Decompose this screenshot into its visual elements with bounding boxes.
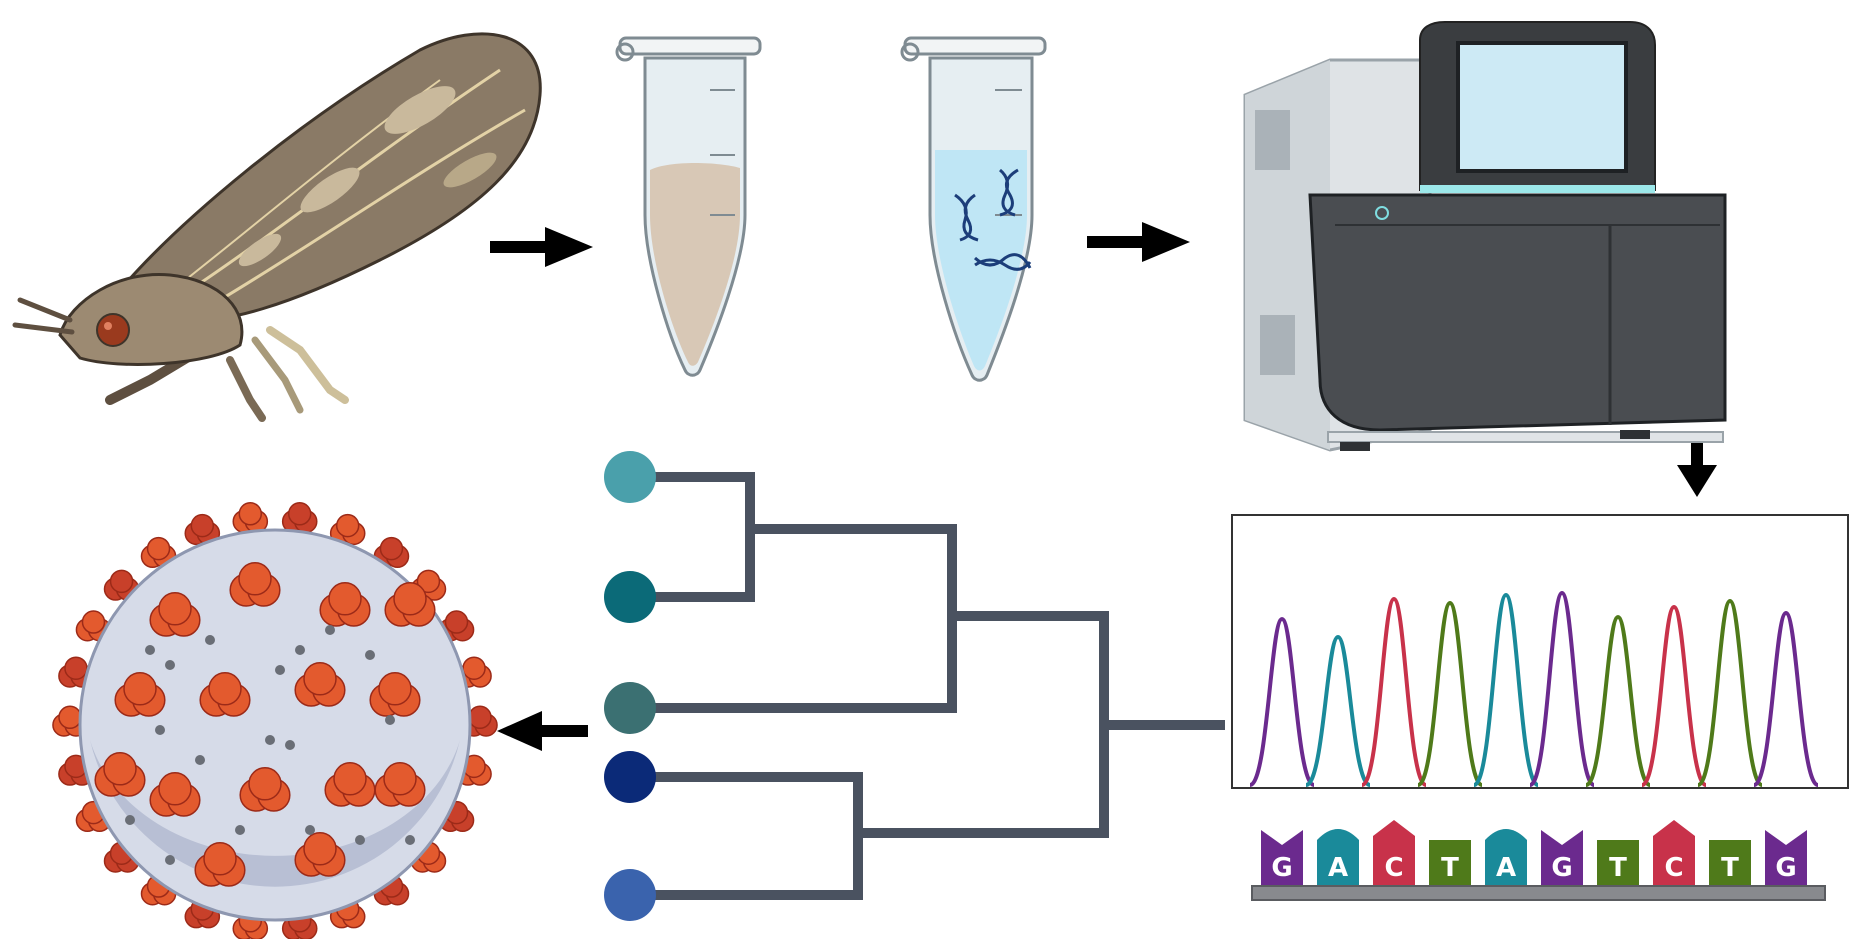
arrow-right-icon	[1087, 222, 1190, 262]
chromatogram-peak	[1752, 610, 1820, 787]
arrow-left-icon	[497, 711, 588, 751]
tree-tip	[604, 451, 656, 503]
chromatogram-peaks	[1248, 590, 1820, 787]
virus-spike	[369, 672, 421, 717]
virus-spike	[140, 536, 177, 569]
tree-tip	[604, 869, 656, 921]
virus-spike	[94, 752, 146, 797]
virus-spike	[438, 800, 475, 833]
virus-particle-dot	[405, 835, 415, 845]
leafhopper-icon	[12, 32, 542, 422]
virus-icon	[52, 502, 498, 939]
microtube-icon	[615, 36, 762, 377]
virus-particle-dot	[365, 650, 375, 660]
tree-tip	[604, 682, 656, 734]
virus-particle-dot	[385, 715, 395, 725]
base-letter: G	[1551, 853, 1572, 883]
phylogeny-icon	[604, 451, 1225, 921]
sequencing-machine-icon	[1243, 21, 1727, 452]
virus-particle-dot	[355, 835, 365, 845]
base-letter: C	[1384, 853, 1403, 883]
virus-spike	[239, 767, 291, 812]
virus-particle-dot	[305, 825, 315, 835]
base-tile: T	[1429, 840, 1471, 886]
virus-spike	[319, 582, 371, 627]
virus-particle-dot	[125, 815, 135, 825]
tree-tip	[604, 751, 656, 803]
chromatogram-peak	[1584, 614, 1652, 787]
base-tile: C	[1373, 820, 1415, 886]
virus-particle-dot	[295, 645, 305, 655]
virus-particle-dot	[265, 735, 275, 745]
virus-particle-dot	[195, 755, 205, 765]
chromatogram-icon	[1231, 514, 1849, 789]
virus-spike	[149, 772, 201, 817]
microtube-dna-icon	[900, 36, 1047, 382]
virus-spike	[324, 762, 376, 807]
virus-spike	[229, 562, 281, 607]
chromatogram-peak	[1305, 634, 1371, 787]
virus-particle-dot	[155, 725, 165, 735]
base-tile: T	[1709, 840, 1751, 886]
chromatogram-peak	[1640, 604, 1708, 787]
base-letter: G	[1271, 853, 1292, 883]
base-tile: T	[1597, 840, 1639, 886]
virus-particle-dot	[285, 740, 295, 750]
virus-spike	[58, 754, 94, 786]
base-tile: G	[1261, 830, 1303, 886]
chromatogram-peak	[1696, 598, 1764, 787]
base-tile: A	[1317, 829, 1359, 886]
base-letter: A	[1328, 853, 1348, 883]
base-letter: G	[1775, 853, 1796, 883]
base-letter: T	[1609, 853, 1627, 883]
base-tile: A	[1485, 829, 1527, 886]
virus-particle-dot	[165, 660, 175, 670]
virus-spike	[281, 502, 318, 534]
virus-spike	[194, 842, 246, 887]
chromatogram-peak	[1472, 592, 1540, 787]
virus-particle-dot	[165, 855, 175, 865]
virus-spike	[114, 672, 166, 717]
virus-spike	[329, 513, 366, 546]
virus-spike	[232, 502, 269, 534]
virus-spike	[294, 832, 346, 877]
arrow-down-icon	[1677, 440, 1717, 497]
tree-tip	[604, 571, 656, 623]
virus-spike	[374, 762, 426, 807]
virus-spike	[384, 582, 436, 627]
virus-particle-dot	[275, 665, 285, 675]
base-letter: A	[1496, 853, 1516, 883]
chromatogram-peak	[1248, 616, 1316, 787]
chromatogram-peak	[1360, 596, 1428, 787]
base-letter: C	[1664, 853, 1683, 883]
virus-particle-dot	[235, 825, 245, 835]
virus-spike	[199, 672, 251, 717]
base-tile: G	[1765, 830, 1807, 886]
chromatogram-peak	[1528, 590, 1596, 787]
base-letter: T	[1721, 853, 1739, 883]
virus-particle-dot	[325, 625, 335, 635]
virus-spike	[184, 513, 221, 546]
virus-spike	[149, 592, 201, 637]
base-tile: G	[1541, 830, 1583, 886]
arrow-right-icon	[490, 227, 593, 267]
virus-particle-dot	[145, 645, 155, 655]
chromatogram-peak	[1416, 600, 1484, 787]
base-tile: C	[1653, 820, 1695, 886]
virus-spike	[294, 662, 346, 707]
base-letter: T	[1441, 853, 1459, 883]
virus-particle-dot	[205, 635, 215, 645]
